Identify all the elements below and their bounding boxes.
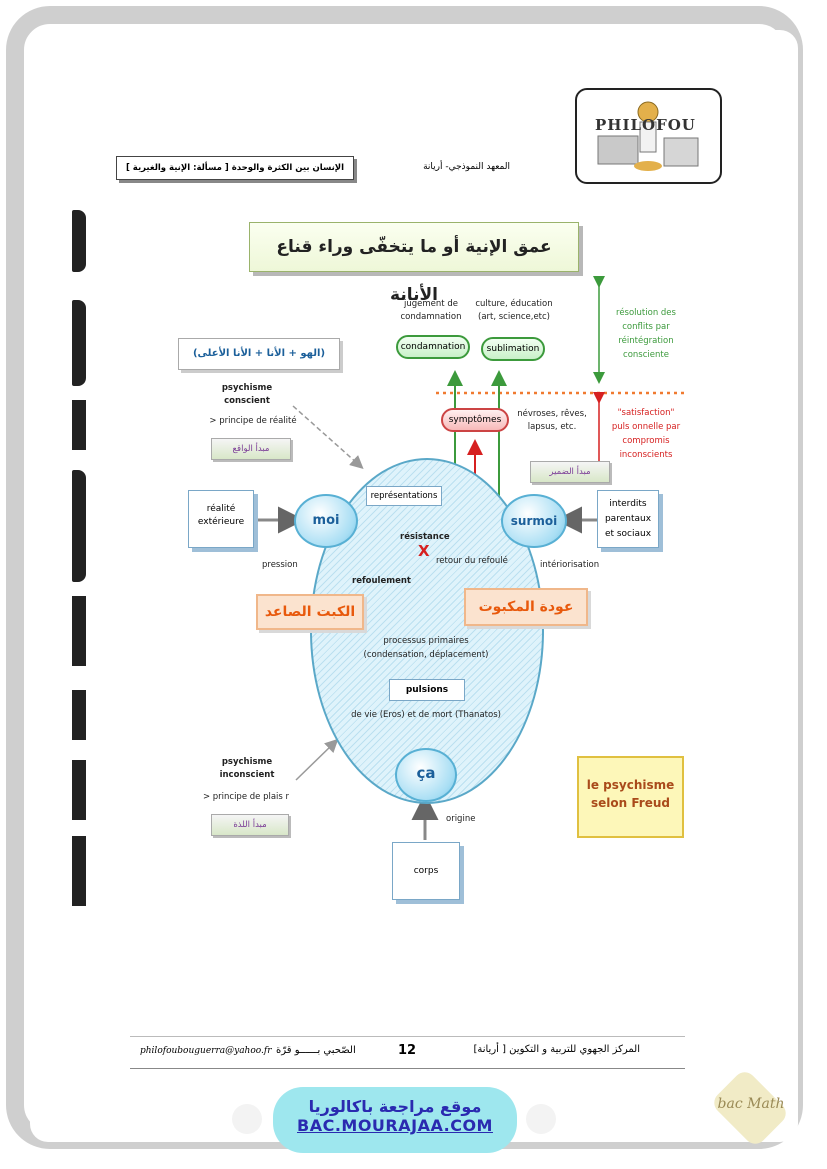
margin-mark — [72, 596, 86, 666]
mabda-waqi-box: مبدأ الواقع — [211, 438, 291, 460]
representations-box: représentations — [366, 486, 442, 506]
label-psychisme-conscient-line: psychisme — [221, 383, 273, 393]
label-retour-refoule: retour du refoulé — [436, 556, 508, 566]
realite-line: extérieure — [197, 517, 245, 527]
label-satisfaction-line: compromis — [622, 436, 670, 446]
label-resistance: résistance — [400, 532, 450, 542]
label-nevroses-line: névroses, rêves, — [517, 409, 587, 419]
header-lesson-box: الإنسان بين الكثرة والوحدة [ مسألة: الإن… — [116, 156, 354, 180]
label-pression: pression — [262, 560, 298, 570]
label-jugement-line: jugement de — [404, 299, 458, 309]
realite-line: réalité — [206, 504, 236, 514]
label-resolution-line: résolution des — [616, 308, 676, 318]
label-psychisme-inconscient: psychisme inconscient — [204, 756, 290, 782]
label-psychisme-conscient: psychisme conscient — [204, 382, 290, 408]
label-vie-mort: de vie (Eros) et de mort (Thanatos) — [351, 710, 501, 720]
page-number: 12 — [398, 1043, 417, 1058]
sublimation-pill: sublimation — [481, 337, 545, 361]
label-processus-line: processus primaires — [383, 636, 469, 646]
symptomes-pill: symptômes — [441, 408, 509, 432]
label-psychisme-inconscient-line: inconscient — [219, 770, 275, 780]
label-resolution-line: consciente — [623, 350, 669, 360]
label-refoulement: refoulement — [352, 576, 411, 586]
interdits-box: interdits parentaux et sociaux — [597, 490, 659, 548]
mabda-ladha-box: مبدأ اللذة — [211, 814, 289, 836]
label-psychisme-inconscient-line: psychisme — [221, 757, 273, 767]
label-processus-line: (condensation, déplacement) — [363, 650, 489, 660]
label-satisfaction-line: inconscients — [619, 450, 673, 460]
label-resolution-line: réintégration — [618, 336, 674, 346]
label-origine: origine — [446, 814, 476, 824]
margin-mark — [72, 836, 86, 906]
label-jugement: jugement de condamnation — [396, 298, 466, 324]
margin-mark — [72, 300, 86, 386]
label-culture-line: (art, science,etc) — [478, 312, 550, 322]
label-satisfaction: "satisfaction" puls onnelle par compromi… — [606, 406, 686, 462]
margin-mark — [72, 760, 86, 820]
label-culture-line: culture, éducation — [475, 299, 553, 309]
kabt-label: الكبت الصاعد — [256, 594, 364, 630]
interdits-line: parentaux — [604, 514, 652, 524]
label-resolution-line: conflits par — [622, 322, 670, 332]
margin-mark — [72, 470, 86, 582]
label-nevroses-line: lapsus, etc. — [527, 422, 577, 432]
ca-moi-surmoi-box: (الهو + الأنا + الأنا الأعلى) — [178, 338, 340, 370]
footer-email: philofoubouguerra@yahoo.fr — [140, 1046, 272, 1056]
header-school: المعهد النموذجي- أريانة — [423, 162, 510, 172]
label-processus: processus primaires (condensation, dépla… — [346, 634, 506, 662]
banner-url[interactable]: BAC.MOURAJAA.COM — [297, 1116, 493, 1135]
interdits-line: et sociaux — [604, 529, 652, 539]
footer-author: الصّحبي بــــــو قرّة — [276, 1045, 356, 1056]
label-satisfaction-line: puls onnelle par — [611, 422, 681, 432]
label-principe-plaisir: > principe de plais r — [202, 792, 290, 802]
footer-top-line — [130, 1036, 685, 1037]
resistance-x-mark: X — [418, 542, 430, 560]
logo-text: PHILOFOU — [595, 116, 696, 134]
psychisme-freud-text: le psychisme selon Freud — [579, 758, 682, 812]
psychisme-freud-line: selon Freud — [591, 796, 670, 810]
ca-circle: ça — [395, 748, 457, 802]
psychisme-freud-line: le psychisme — [586, 778, 675, 792]
label-psychisme-conscient-line: conscient — [224, 396, 270, 406]
realite-exterieure-box: réalité extérieure — [188, 490, 254, 548]
book-icon — [232, 1104, 262, 1134]
book-icon — [526, 1104, 556, 1134]
moi-circle: moi — [294, 494, 358, 548]
logo-figure-icon — [597, 101, 699, 171]
label-resolution: résolution des conflits par réintégratio… — [606, 306, 686, 362]
bacmath-badge-text: bac Math — [717, 1096, 785, 1112]
label-satisfaction-line: "satisfaction" — [617, 408, 675, 418]
interdits-line: interdits — [609, 499, 647, 509]
footer-bottom-line — [130, 1068, 685, 1069]
label-interiorisation: intériorisation — [540, 560, 600, 570]
label-culture: culture, éducation (art, science,etc) — [472, 298, 556, 324]
label-nevroses: névroses, rêves, lapsus, etc. — [512, 408, 592, 434]
mabda-damir-box: مبدأ الضمير — [530, 461, 610, 483]
corps-box: corps — [392, 842, 460, 900]
awda-label: عودة المكبوت — [464, 588, 588, 626]
margin-mark — [72, 210, 86, 272]
footer-centre: المركز الجهوي للتربية و التكوين [ أريانة… — [473, 1044, 640, 1055]
surmoi-circle: surmoi — [501, 494, 567, 548]
psychisme-freud-box: le psychisme selon Freud — [577, 756, 684, 838]
margin-mark — [72, 400, 86, 450]
diagram-title: عمق الإنية أو ما يتخفّى وراء قناع الأنان… — [249, 222, 579, 305]
label-jugement-line: condamnation — [400, 312, 462, 322]
pulsions-box: pulsions — [389, 679, 465, 701]
site-banner[interactable]: موقع مراجعة باكالوريا BAC.MOURAJAA.COM — [273, 1087, 517, 1153]
margin-mark — [72, 690, 86, 740]
banner-arabic[interactable]: موقع مراجعة باكالوريا — [308, 1097, 482, 1116]
condamnation-pill: condamnation — [396, 335, 470, 359]
label-principe-realite: > principe de réalité — [209, 416, 297, 426]
